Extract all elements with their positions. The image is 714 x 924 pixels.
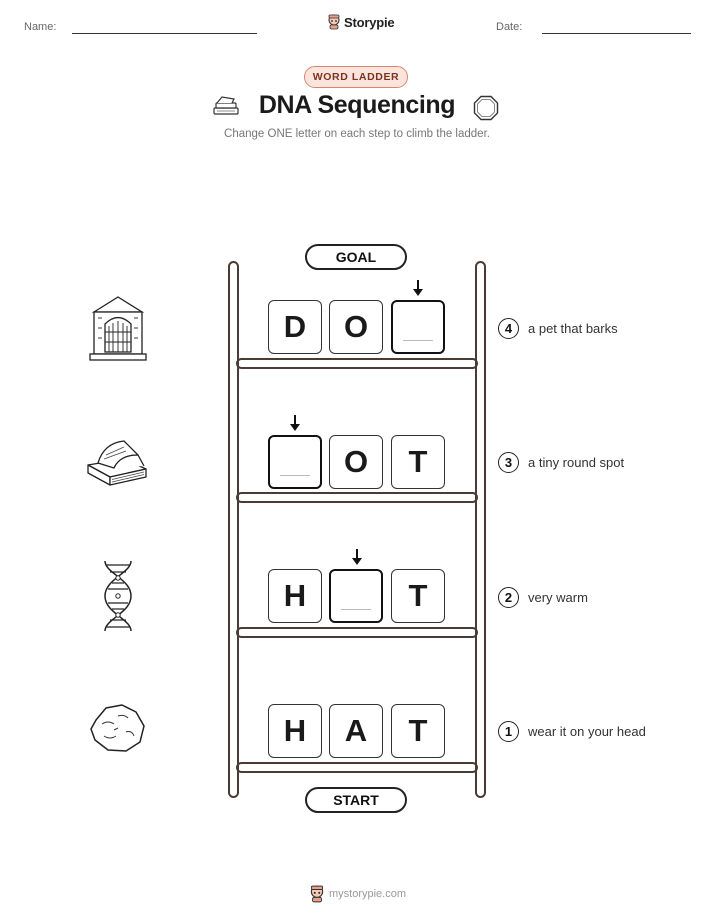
storypie-mascot-icon bbox=[310, 885, 324, 903]
step-number: 4 bbox=[498, 318, 519, 339]
clue-row: 3 a tiny round spot bbox=[498, 452, 624, 473]
arrow-down-icon bbox=[413, 280, 423, 296]
storypie-mascot-icon bbox=[328, 14, 340, 30]
date-line[interactable] bbox=[542, 33, 691, 34]
footer-url[interactable]: mystorypie.com bbox=[329, 888, 407, 900]
letter-tile: O bbox=[329, 300, 383, 354]
tile-letter: O bbox=[343, 444, 369, 479]
step-number: 3 bbox=[498, 452, 519, 473]
date-label: Date: bbox=[496, 21, 523, 33]
tile-letter: D bbox=[283, 309, 307, 344]
letter-tile: H bbox=[268, 569, 322, 623]
clue-text: wear it on your head bbox=[528, 724, 646, 739]
tile-letter: O bbox=[343, 309, 369, 344]
tile-letter: T bbox=[408, 578, 428, 613]
letter-tile: A bbox=[329, 704, 383, 758]
book-icon bbox=[87, 440, 147, 486]
page-subtitle: Change ONE letter on each step to climb … bbox=[224, 128, 490, 140]
brand-name: Storypie bbox=[344, 14, 395, 30]
books-icon bbox=[213, 96, 239, 115]
clue-row: 4 a pet that barks bbox=[498, 318, 618, 339]
tile-letter: T bbox=[408, 444, 428, 479]
letter-tile: O bbox=[329, 435, 383, 489]
dna-icon bbox=[104, 560, 132, 632]
brand-logo: Storypie bbox=[327, 14, 395, 30]
letter-tile: T bbox=[391, 569, 445, 623]
rock-icon bbox=[90, 704, 145, 752]
blank-letter-tile[interactable] bbox=[329, 569, 383, 623]
letter-tile: T bbox=[391, 435, 445, 489]
arrow-down-icon bbox=[290, 415, 300, 431]
clue-row: 2 very warm bbox=[498, 587, 588, 608]
tile-letter: H bbox=[283, 578, 307, 613]
page-title: DNA Sequencing bbox=[258, 91, 456, 119]
letter-tile: D bbox=[268, 300, 322, 354]
clue-text: a tiny round spot bbox=[528, 455, 625, 470]
arrow-down-icon bbox=[352, 549, 362, 565]
name-label: Name: bbox=[24, 21, 57, 33]
blank-letter-tile[interactable] bbox=[268, 435, 322, 489]
step-number: 1 bbox=[498, 721, 519, 742]
word-ladder-badge: WORD LADDER bbox=[304, 66, 408, 88]
tile-letter: T bbox=[408, 713, 428, 748]
goal-label: GOAL bbox=[305, 244, 407, 270]
name-line[interactable] bbox=[72, 33, 257, 34]
tile-letter: A bbox=[344, 713, 368, 748]
clue-row: 1 wear it on your head bbox=[498, 721, 646, 742]
library-icon bbox=[89, 296, 147, 361]
step-number: 2 bbox=[498, 587, 519, 608]
clue-text: very warm bbox=[528, 590, 588, 605]
start-label: START bbox=[305, 787, 407, 813]
letter-tile: H bbox=[268, 704, 322, 758]
clue-text: a pet that barks bbox=[528, 321, 618, 336]
tile-letter: H bbox=[283, 713, 307, 748]
letter-tile: T bbox=[391, 704, 445, 758]
blank-letter-tile[interactable] bbox=[391, 300, 445, 354]
octagon-icon bbox=[473, 95, 499, 121]
footer: mystorypie.com bbox=[309, 885, 406, 903]
